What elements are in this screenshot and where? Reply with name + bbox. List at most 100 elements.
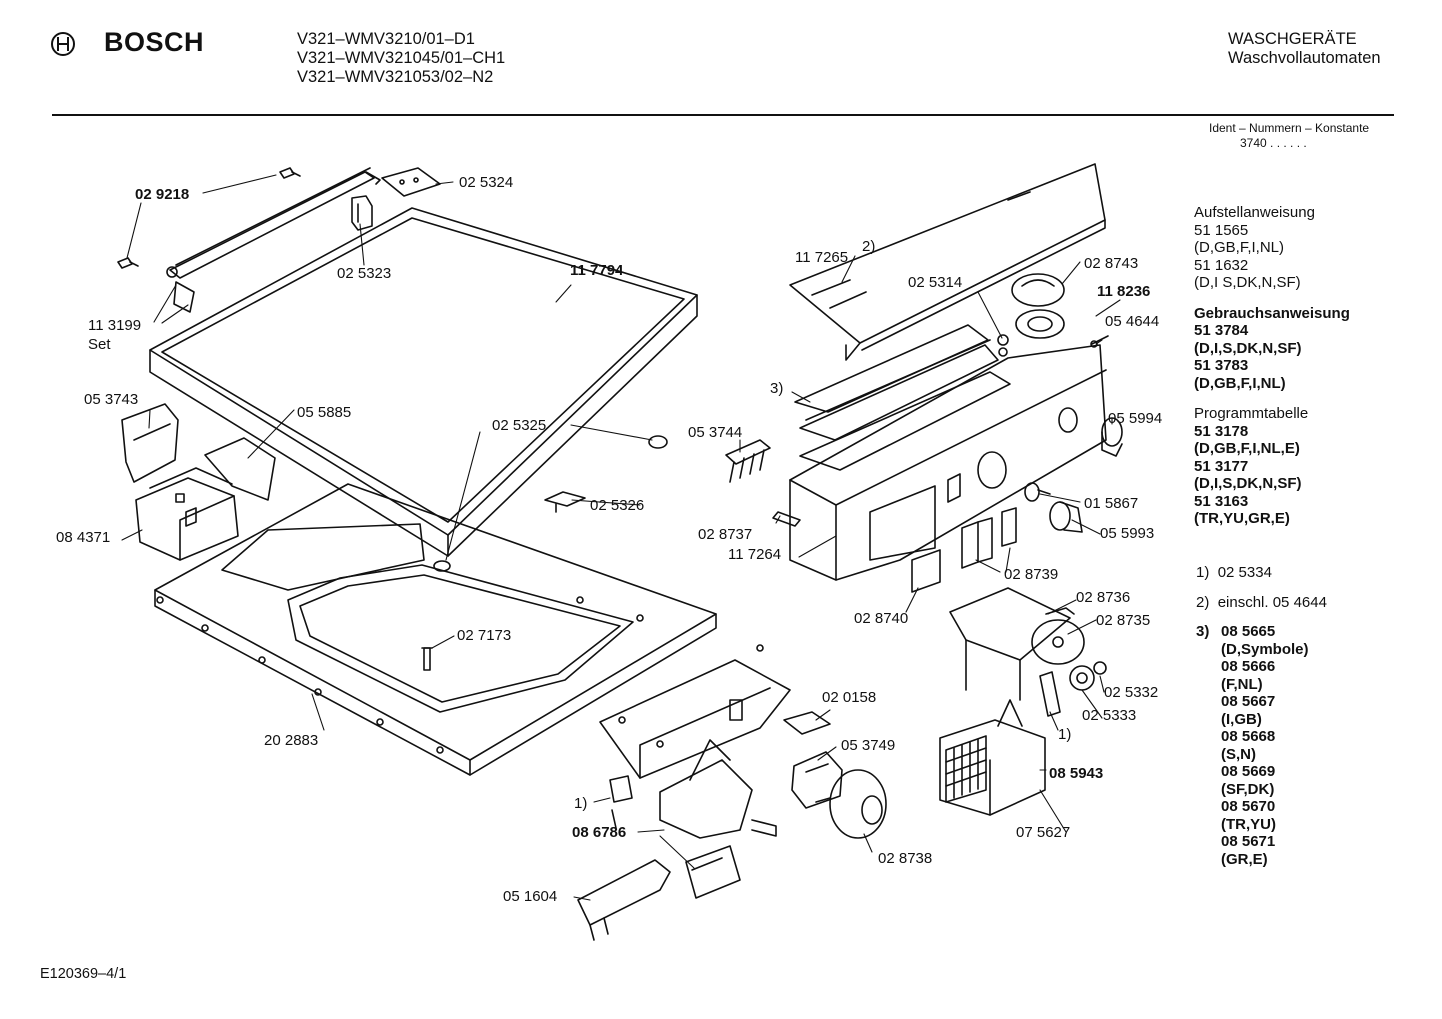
header-divider: [52, 114, 1394, 116]
part-label: 11 7264: [728, 546, 782, 563]
doc-group-gebrauchsanweisung: Gebrauchsanweisung 51 3784 (D,I,S,DK,N,S…: [1194, 305, 1350, 393]
part-label: 11 3199: [88, 317, 142, 334]
indicator-lens: [997, 334, 1009, 357]
drawing-code: E120369–4/1: [40, 966, 127, 982]
bracket-part: [121, 403, 179, 483]
part-label: 02 5324: [459, 174, 514, 191]
part-label: 11 7794: [570, 262, 624, 279]
button-cap: [911, 549, 941, 593]
interference-filter: [659, 739, 777, 839]
knob-icon: [1049, 501, 1083, 533]
footnote-text: einschl. 05 4644: [1217, 593, 1327, 611]
part-label: 08 4371: [56, 529, 111, 546]
doc-line: 51 1632: [1194, 256, 1249, 274]
part-label: 05 3749: [841, 737, 896, 754]
part-label: 2): [862, 238, 876, 255]
bosch-logo-icon: [50, 31, 76, 62]
doc-title: Programmtabelle: [1194, 405, 1309, 422]
gear-icon: [1069, 661, 1107, 691]
category-line: WASCHGERÄTE: [1228, 30, 1357, 48]
footnote-line: (F,NL): [1221, 675, 1263, 693]
screw-icon: [279, 167, 301, 179]
part-label: 08 5943: [1049, 765, 1104, 782]
part-label: 05 5885: [297, 404, 352, 421]
footnote-line: 08 5671: [1221, 833, 1276, 850]
ident-block: Ident – Nummern – Konstante 3740 . . . .…: [1209, 121, 1369, 151]
doc-line: (D,GB,F,I,NL): [1194, 239, 1285, 256]
footnote-3: 3) 08 5665 (D,Symbole) 08 5666 (F,NL) 08…: [1196, 623, 1327, 868]
panel-cover-glass: [789, 163, 1106, 361]
footnotes: 1) 02 5334 2) einschl. 05 4644 3) 08 566…: [1196, 564, 1327, 880]
footnote-line: 08 5669: [1221, 763, 1276, 780]
part-label: 11 8236: [1097, 283, 1151, 300]
part-label: 11 7265: [795, 249, 849, 266]
category-line: Waschvollautomaten: [1228, 49, 1381, 67]
doc-line: 51 3178: [1194, 422, 1249, 440]
spring-clip: [725, 439, 771, 483]
footnote-key: 3): [1196, 623, 1210, 640]
part-label: Set: [88, 336, 111, 353]
part-label: 02 5326: [590, 497, 645, 514]
door-lock-switch: [609, 775, 633, 829]
footnote-line: 08 5666: [1221, 658, 1276, 675]
footnote-text: 02 5334: [1217, 564, 1272, 581]
part-label: 02 5325: [492, 417, 547, 434]
control-panel-body: [789, 344, 1107, 581]
part-label: 05 5993: [1100, 525, 1155, 542]
part-label: 02 9218: [135, 186, 190, 203]
program-label-strip: [794, 324, 999, 441]
footnote-1: 1) 02 5334: [1196, 564, 1327, 582]
doc-title: Aufstellanweisung: [1194, 204, 1315, 221]
timer-bracket: [949, 587, 1071, 701]
part-label: 05 1604: [503, 888, 558, 905]
part-label: 02 8743: [1084, 255, 1139, 272]
footnote-line: (SF,DK): [1221, 780, 1275, 798]
part-label: 02 8738: [878, 850, 933, 867]
footnote-line: (TR,YU): [1221, 815, 1276, 833]
doc-line: 51 3784: [1194, 322, 1249, 339]
button-cap: [961, 517, 993, 569]
part-label: 01 5867: [1084, 495, 1139, 512]
model-list: V321–WMV3210/01–D1 V321–WMV321045/01–CH1…: [297, 30, 505, 87]
part-label: 07 5627: [1016, 824, 1071, 841]
switch-rail: [577, 859, 671, 941]
part-label: 05 3743: [84, 391, 139, 408]
part-label: 05 3744: [688, 424, 743, 441]
part-label: 20 2883: [264, 732, 319, 749]
part-label: 02 8739: [1004, 566, 1059, 583]
footnote-line: (GR,E): [1221, 850, 1268, 868]
part-label: 3): [770, 380, 784, 397]
button-cap: [1001, 507, 1017, 547]
doc-line: (D,GB,F,I,NL,E): [1194, 440, 1300, 457]
base-frame: [154, 483, 717, 776]
footnote-key: 2): [1196, 593, 1210, 611]
model-line: V321–WMV321045/01–CH1: [297, 49, 506, 67]
cover-plate: [204, 437, 276, 501]
ident-label: Ident – Nummern – Konstante: [1209, 121, 1370, 135]
footnote-line: 08 5670: [1221, 798, 1276, 815]
doc-group-aufstellanweisung: Aufstellanweisung 51 1565 (D,GB,F,I,NL) …: [1194, 204, 1350, 292]
mounting-plate: [599, 644, 791, 779]
hinge-bracket: [381, 167, 441, 197]
model-line: V321–WMV321053/02–N2: [297, 68, 494, 86]
category-heading: WASCHGERÄTE Waschvollautomaten: [1228, 30, 1381, 68]
bolt-part: [1090, 335, 1109, 348]
footnote-line: 08 5665: [1221, 623, 1276, 640]
doc-line: 51 3783: [1194, 357, 1249, 374]
hinge-part: [544, 491, 586, 513]
footnote-key: 1): [1196, 564, 1210, 581]
part-label: 02 0158: [822, 689, 877, 706]
rear-rail: [166, 167, 381, 313]
part-label: 02 8740: [854, 610, 909, 627]
part-label: 02 7173: [457, 627, 512, 644]
part-label: 02 5314: [908, 274, 963, 291]
doc-line: (D,I S,DK,N,SF): [1194, 274, 1301, 291]
part-label: 08 6786: [572, 824, 627, 841]
knob-seat: [1015, 309, 1065, 339]
switch-part: [783, 711, 831, 735]
motor-pulley: [815, 769, 887, 839]
part-label: 1): [1058, 726, 1072, 743]
footnote-line: 08 5668: [1221, 728, 1276, 745]
part-label: 05 4644: [1105, 313, 1160, 330]
screw-icon: [421, 647, 433, 671]
